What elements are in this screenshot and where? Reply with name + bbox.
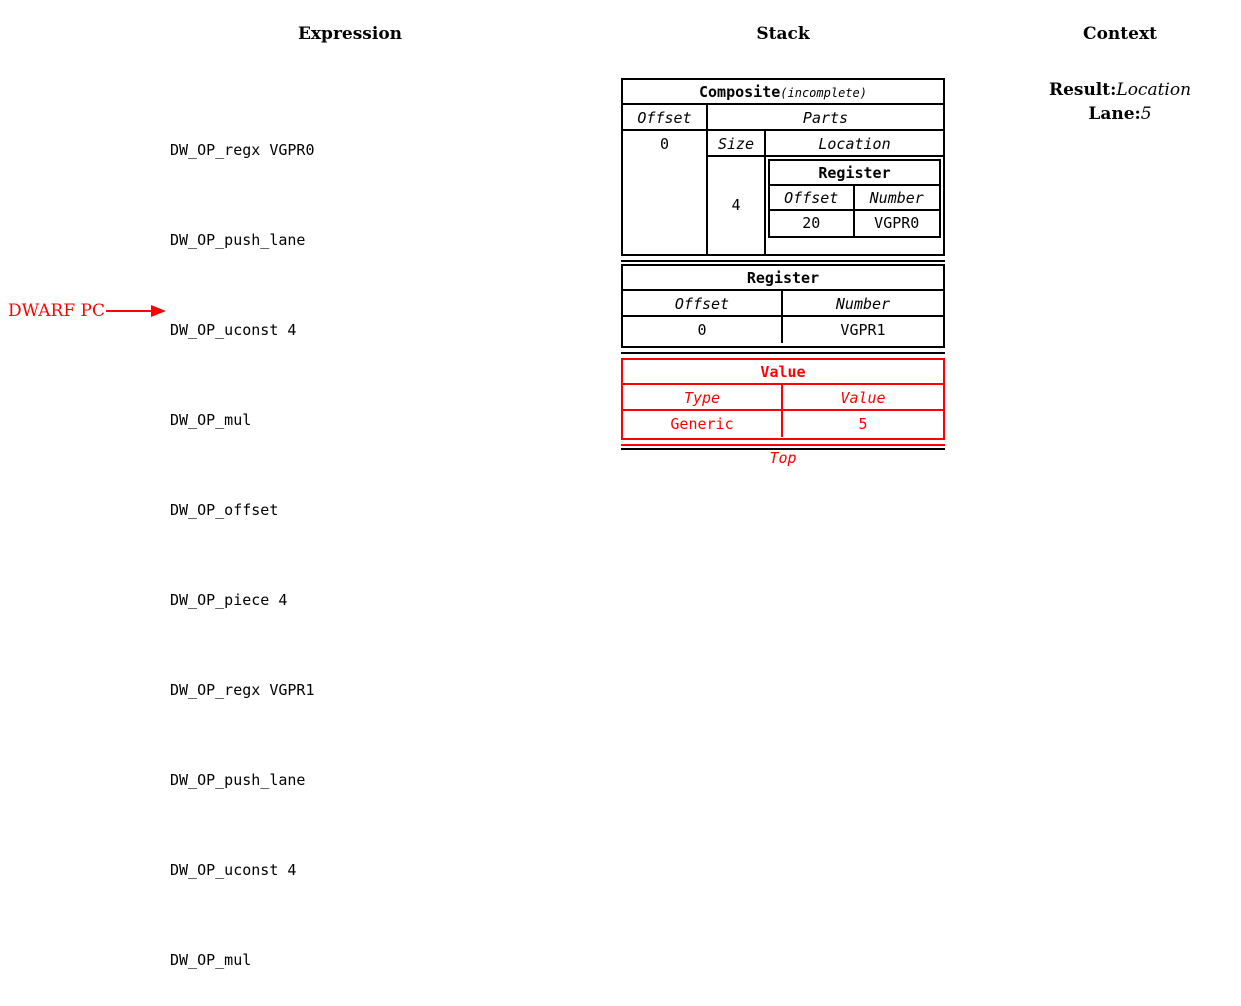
composite-body: Offset 0 Parts Size 4 Location Register … (623, 105, 943, 254)
stack-entry-composite: Composite(incomplete) Offset 0 Parts Siz… (621, 78, 945, 256)
stack-top-rule-red (621, 444, 945, 446)
composite-title: Composite(incomplete) (623, 80, 943, 105)
nested-register-title: Register (770, 161, 939, 186)
context-lane-key: Lane: (1088, 104, 1141, 124)
context-result-key: Result: (1048, 80, 1117, 100)
dwarf-pc-pointer: DWARF PC (8, 299, 168, 323)
column-header-expression: Expression (297, 24, 403, 44)
expression-list: DW_OP_regx VGPR0 DW_OP_push_lane DW_OP_u… (170, 75, 315, 1006)
register-offset-header: Offset (623, 291, 783, 317)
context-lane-line: Lane:5 (1000, 102, 1240, 126)
value-value-header: Value (783, 385, 943, 411)
nested-register-offset-value: 20 (770, 211, 855, 236)
expression-line: DW_OP_mul (170, 411, 252, 429)
register-value-row: 0 VGPR1 (623, 317, 943, 343)
value-value-row: Generic 5 (623, 411, 943, 437)
composite-size-column: Size 4 (708, 131, 766, 254)
register-number-value: VGPR1 (840, 321, 886, 339)
context-list: Result:Location Lane:5 (1000, 78, 1240, 126)
expression-line: DW_OP_push_lane (170, 771, 306, 789)
composite-location-register: Register Offset Number 20 VGPR0 (768, 159, 941, 238)
composite-location-header: Location (766, 131, 943, 157)
nested-register-header-row: Offset Number (770, 186, 939, 211)
expression-line: DW_OP_piece 4 (170, 591, 288, 609)
composite-parts-column: Parts Size 4 Location Register Offset Nu… (708, 105, 943, 254)
arrow-shaft (105, 310, 154, 312)
composite-title-text: Composite (699, 83, 781, 101)
composite-size-value: 4 (731, 196, 741, 214)
nested-register-number-header: Number (854, 186, 939, 211)
column-header-context: Context (1083, 24, 1157, 44)
context-result-line: Result:Location (1000, 78, 1240, 102)
register-offset-value: 0 (623, 317, 783, 343)
composite-size-header: Size (708, 131, 764, 157)
expression-line: DW_OP_offset (170, 501, 279, 519)
register-number-header: Number (783, 291, 943, 317)
nested-register-offset-header: Offset (770, 186, 855, 211)
arrow-head (150, 305, 166, 317)
expression-line: DW_OP_regx VGPR1 (170, 681, 315, 699)
stack-separator-rule (621, 260, 945, 262)
composite-offset-column: Offset 0 (623, 105, 708, 254)
value-value-value: 5 (858, 415, 868, 433)
column-header-stack: Stack (756, 24, 810, 44)
stack-top-rule-black (621, 448, 945, 450)
arrow-right-icon (105, 305, 168, 317)
composite-offset-header: Offset (623, 105, 706, 131)
composite-offset-value: 0 (659, 135, 670, 153)
register-title: Register (623, 266, 943, 291)
composite-parts-body: Size 4 Location Register Offset Number 2… (708, 131, 943, 254)
composite-location-column: Location Register Offset Number 20 VGPR0 (766, 131, 943, 254)
composite-title-suffix: (incomplete) (780, 86, 867, 100)
context-lane-value: 5 (1140, 104, 1152, 124)
nested-register-number-value: VGPR0 (874, 214, 920, 232)
expression-line: DW_OP_regx VGPR0 (170, 141, 315, 159)
stack-separator-rule (621, 352, 945, 354)
composite-parts-header: Parts (708, 105, 943, 131)
expression-line: DW_OP_uconst 4 (170, 321, 297, 339)
value-title: Value (623, 360, 943, 385)
value-header-row: Type Value (623, 385, 943, 411)
stack-top-label: Top (769, 449, 797, 467)
value-type-header: Type (623, 385, 783, 411)
expression-line: DW_OP_mul (170, 951, 252, 969)
expression-line: DW_OP_uconst 4 (170, 861, 297, 879)
context-result-value: Location (1116, 80, 1192, 100)
expression-line: DW_OP_push_lane (170, 231, 306, 249)
value-type-value: Generic (623, 411, 783, 437)
register-header-row: Offset Number (623, 291, 943, 317)
stack-entry-register: Register Offset Number 0 VGPR1 (621, 264, 945, 348)
stack-entry-value: Value Type Value Generic 5 (621, 358, 945, 440)
dwarf-pc-label: DWARF PC (8, 301, 105, 321)
nested-register-value-row: 20 VGPR0 (770, 211, 939, 236)
